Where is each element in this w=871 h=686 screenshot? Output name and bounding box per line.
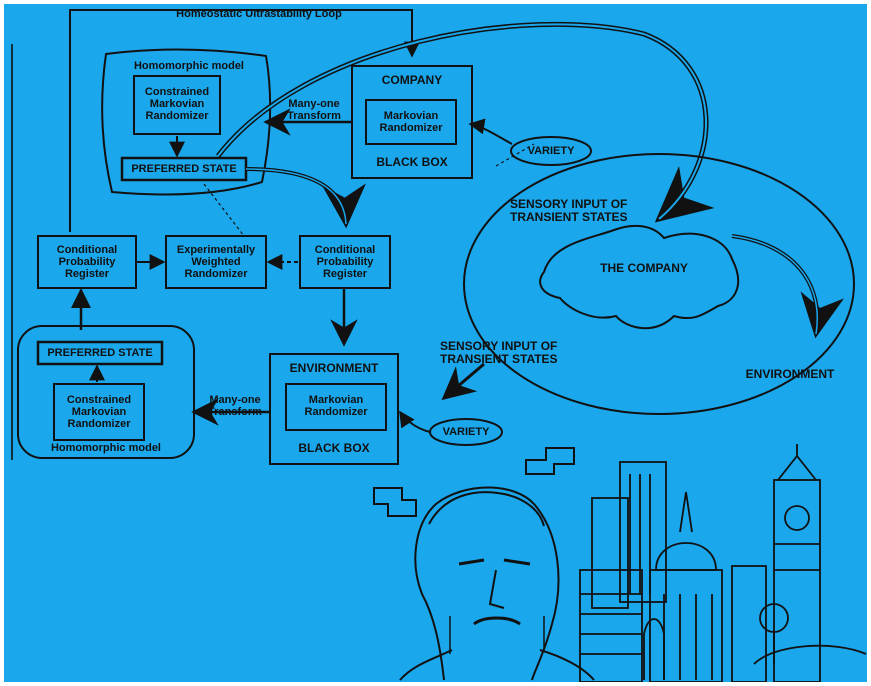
bottom-transform-label: Many-one Transform <box>208 394 262 418</box>
company-box-footer: BLACK BOX <box>376 155 448 169</box>
environment-ellipse <box>463 153 855 415</box>
company-randomizer-label: Markovian Randomizer <box>379 110 443 134</box>
upper-model-outline <box>101 48 272 196</box>
sensory-input-bottom-label: SENSORY INPUT OF TRANSIENT STATES <box>440 339 558 366</box>
lower-model-title: Homomorphic model <box>50 442 161 454</box>
lower-preferred-state-box <box>36 340 164 366</box>
upper-randomizer-box <box>133 75 221 135</box>
lower-model-outline <box>17 325 195 459</box>
thought-bubble-right <box>525 447 575 475</box>
ewr-box <box>165 235 267 289</box>
lower-randomizer-box <box>53 383 145 441</box>
upper-model-title: Homomorphic model <box>133 60 244 72</box>
environment-randomizer-label: Markovian Randomizer <box>304 394 368 418</box>
variety-bottom-label: VARIETY <box>442 426 490 438</box>
upper-randomizer-label: Constrained Markovian Randomizer <box>144 86 210 122</box>
lower-randomizer-label: Constrained Markovian Randomizer <box>66 394 132 430</box>
variety-top-label: VARIETY <box>527 145 575 157</box>
environment-box <box>269 353 399 465</box>
manager-figure <box>399 486 595 681</box>
environment-ellipse-label: ENVIRONMENT <box>745 367 835 381</box>
top-transform-label: Many-one Transform <box>287 98 341 122</box>
upper-preferred-state-label: PREFERRED STATE <box>131 163 237 175</box>
sensory-input-top-label: SENSORY INPUT OF TRANSIENT STATES <box>510 197 628 224</box>
lower-preferred-state-label: PREFERRED STATE <box>47 347 153 359</box>
diagram-lines <box>11 9 867 682</box>
cpr-right-label: Conditional Probability Register <box>314 244 376 280</box>
company-box-title: COMPANY <box>381 73 443 87</box>
environment-box-footer: BLACK BOX <box>298 441 370 455</box>
ultrastability-loop-title: Homeostatic Ultrastability Loop <box>176 8 342 20</box>
environment-box-title: ENVIRONMENT <box>289 361 379 375</box>
diagram-canvas: Homeostatic Ultrastability Loop Homomorp… <box>4 4 867 682</box>
variety-top-oval <box>510 136 592 166</box>
thought-bubble-left <box>373 487 417 517</box>
ultrastability-loop-line <box>69 9 420 232</box>
the-company-label: THE COMPANY <box>600 261 688 275</box>
company-blob <box>539 224 740 330</box>
environment-randomizer-box <box>285 383 387 431</box>
city-skyline <box>579 444 867 682</box>
ewr-label: Experimentally Weighted Randomizer <box>176 244 256 280</box>
cpr-left-label: Conditional Probability Register <box>56 244 118 280</box>
company-randomizer-box <box>365 99 457 145</box>
